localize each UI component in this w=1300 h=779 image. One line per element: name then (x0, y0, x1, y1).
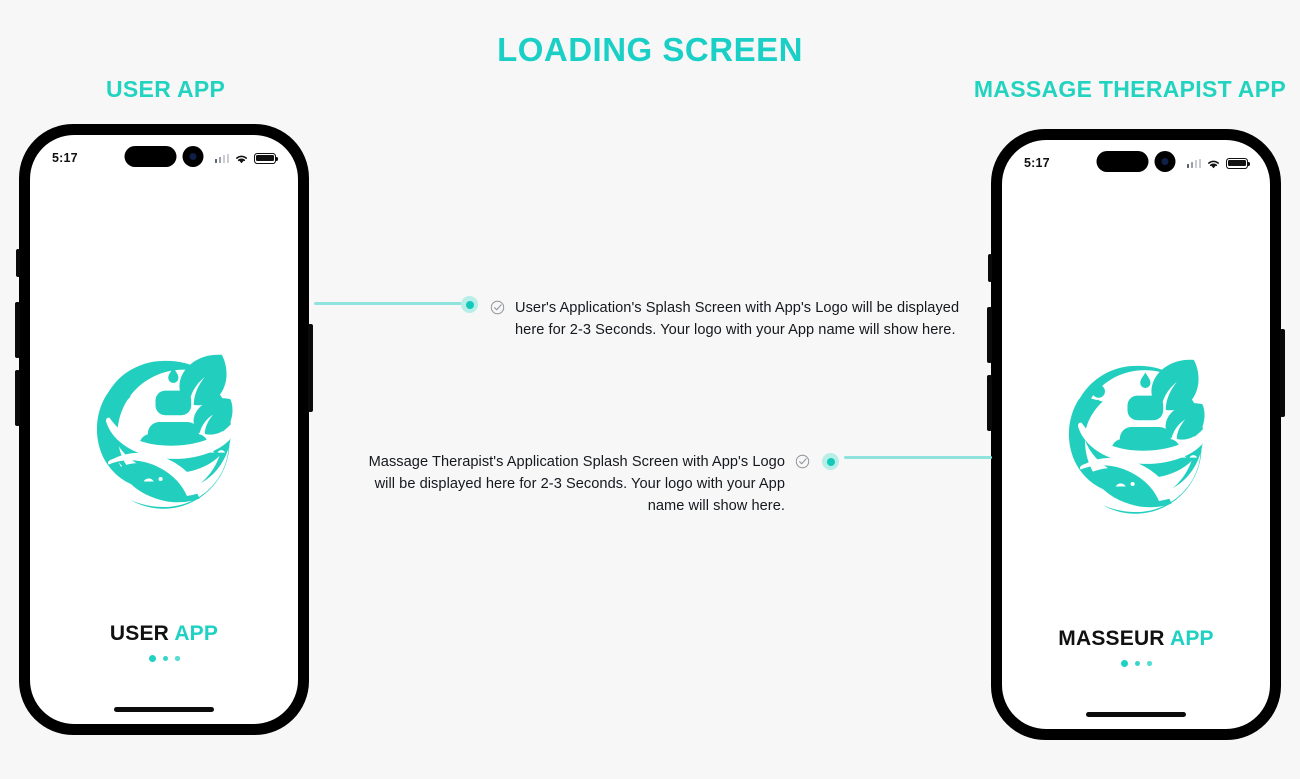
silent-switch-button[interactable] (988, 254, 992, 282)
app-name-accent: APP (1169, 627, 1214, 650)
dynamic-island (1096, 151, 1176, 172)
status-bar-time: 5:17 (52, 151, 78, 165)
app-name-primary: USER (109, 622, 170, 645)
callout-leader-line-masseur-app (844, 456, 992, 459)
connector-node-dot (822, 453, 839, 470)
power-button[interactable] (308, 324, 313, 412)
cellular-signal-icon (1186, 158, 1201, 168)
user-app-phone-frame: 5:17 (15, 124, 313, 735)
volume-down-button[interactable] (987, 375, 992, 431)
loading-dots (1002, 660, 1270, 667)
app-name-label: MASSEUR APP (1002, 627, 1270, 651)
user-app-screen: 5:17 (30, 135, 298, 724)
dynamic-island (124, 146, 204, 167)
dynamic-island-pill (1096, 151, 1149, 172)
dynamic-island-pill (124, 146, 177, 167)
spa-stones-leaf-logo (1051, 348, 1221, 518)
callout-text-masseur-app: Massage Therapist's Application Splash S… (368, 454, 785, 514)
masseur-app-phone-frame: 5:17 (987, 129, 1285, 740)
battery-icon (254, 152, 279, 164)
home-indicator-bar[interactable] (114, 707, 214, 712)
spa-stones-leaf-logo (79, 343, 249, 513)
section-title-user-app: USER APP (106, 76, 226, 102)
power-button[interactable] (1280, 329, 1285, 417)
status-bar-time: 5:17 (1024, 156, 1050, 170)
app-name-accent: APP (174, 622, 219, 645)
check-circle-icon (490, 300, 505, 315)
front-camera-icon (182, 146, 204, 167)
status-bar: 5:17 (1002, 140, 1270, 184)
masseur-app-screen: 5:17 (1002, 140, 1270, 729)
loading-dot (175, 656, 180, 661)
volume-up-button[interactable] (987, 307, 992, 363)
loading-dots (30, 655, 298, 662)
callout-text-user-app: User's Application's Splash Screen with … (515, 300, 960, 338)
page-title: LOADING SCREEN (497, 31, 803, 68)
volume-down-button[interactable] (15, 370, 20, 426)
home-indicator-bar[interactable] (1086, 712, 1186, 717)
wifi-icon (236, 155, 247, 163)
loading-dot (1147, 661, 1152, 666)
loading-dot (162, 655, 168, 662)
loading-dot (148, 655, 156, 662)
loading-dot (1120, 660, 1128, 667)
loading-dot (1134, 660, 1140, 667)
status-bar: 5:17 (30, 135, 298, 179)
callout-leader-line-user-app (314, 302, 462, 305)
volume-up-button[interactable] (15, 302, 20, 358)
cellular-signal-icon (214, 153, 229, 163)
app-name-label: USER APP (30, 622, 298, 646)
app-name-primary: MASSEUR (1058, 627, 1165, 650)
battery-icon (1226, 157, 1251, 169)
callout-user-app: User's Application's Splash Screen with … (490, 297, 970, 341)
wifi-icon (1208, 160, 1219, 168)
status-bar-indicators (214, 152, 279, 164)
section-title-massage-therapist-app: MASSAGE THERAPIST APP (973, 76, 1286, 102)
silent-switch-button[interactable] (16, 249, 20, 277)
front-camera-icon (1154, 151, 1176, 172)
status-bar-indicators (1186, 157, 1251, 169)
callout-masseur-app: Massage Therapist's Application Splash S… (350, 451, 810, 517)
connector-node-dot (461, 296, 478, 313)
check-circle-icon (795, 454, 810, 469)
